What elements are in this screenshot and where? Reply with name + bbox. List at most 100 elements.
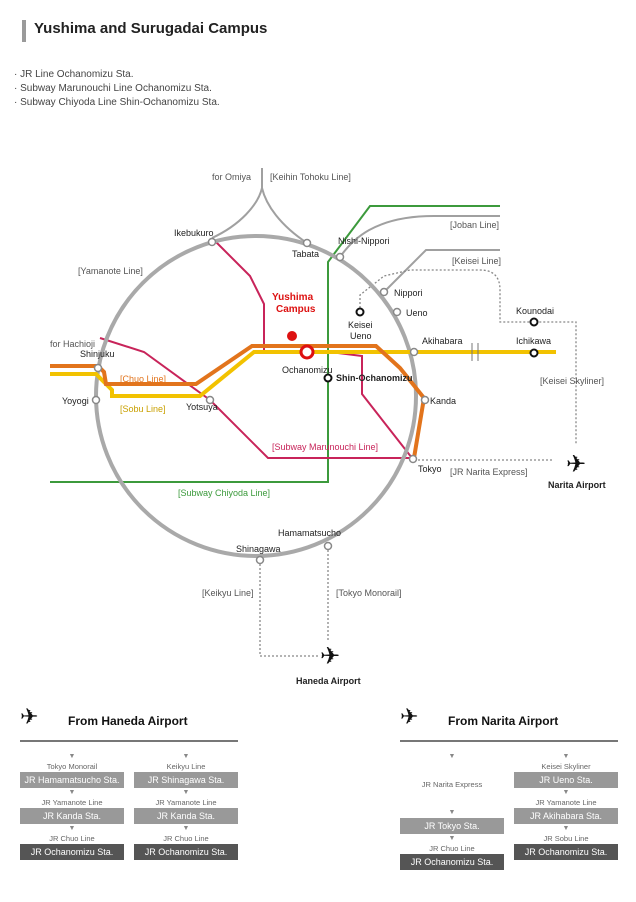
- station-nippori: [379, 287, 389, 297]
- station-tokyo: [408, 454, 418, 464]
- label-campus-2: Campus: [276, 304, 316, 315]
- station-hamamatsucho: [323, 541, 333, 551]
- arrow-down-icon: ▼: [448, 809, 456, 816]
- narita-airplane-icon: ✈: [566, 451, 586, 478]
- label-chuo-line: [Chuo Line]: [120, 374, 166, 384]
- label-tokyo-monorail: [Tokyo Monorail]: [336, 588, 402, 598]
- sobu-line: [50, 350, 556, 398]
- station-shinjuku: [93, 363, 103, 373]
- arrow-down-icon: ▼: [182, 753, 190, 760]
- label-keisei-ueno-2: Ueno: [350, 331, 372, 341]
- arrow-down-icon: ▼: [68, 753, 76, 760]
- access-item: Subway Marunouchi Line Ochanomizu Sta.: [14, 82, 220, 96]
- station-box: JR Kanda Sta.: [134, 808, 238, 824]
- step-line-label: JR Chuo Line: [49, 834, 95, 843]
- station-kanda: [420, 395, 430, 405]
- label-hamamatsucho: Hamamatsucho: [278, 528, 341, 538]
- label-keisei-skyliner: [Keisei Skyliner]: [540, 376, 604, 386]
- chiyoda-line: [50, 205, 500, 483]
- route-spacer: [400, 790, 504, 808]
- marunouchi-line: [99, 237, 415, 459]
- station-box: JR Akihabara Sta.: [514, 808, 618, 824]
- arrow-down-icon: ▼: [562, 789, 570, 796]
- access-list: JR Line Ochanomizu Sta. Subway Marunouch…: [14, 68, 220, 110]
- label-yamanote-line: [Yamanote Line]: [78, 266, 143, 276]
- route-title-narita: From Narita Airport: [448, 714, 559, 728]
- station-ichikawa: [529, 348, 539, 358]
- step-line-label: Keikyu Line: [166, 762, 206, 771]
- route-header-narita: ✈ From Narita Airport: [400, 700, 620, 738]
- step-line-label: JR Yamanote Line: [535, 798, 597, 807]
- station-ochanomizu: [299, 344, 315, 360]
- label-yoyogi: Yoyogi: [62, 396, 89, 406]
- line-break-mark: [471, 343, 479, 361]
- station-akihabara: [409, 347, 419, 357]
- step-line-label: JR Yamanote Line: [41, 798, 103, 807]
- label-sobu-line: [Sobu Line]: [120, 404, 166, 414]
- title-accent-bar: [22, 20, 26, 42]
- label-keihin-tohoku-line: [Keihin Tohoku Line]: [270, 172, 351, 182]
- route-column: ▼ Keikyu Line JR Shinagawa Sta. ▼ JR Yam…: [134, 752, 238, 860]
- label-narita-airport: Narita Airport: [548, 480, 606, 490]
- label-ikebukuro: Ikebukuro: [174, 228, 214, 238]
- station-box-final: JR Ochanomizu Sta.: [20, 844, 124, 860]
- gray-lines: [211, 168, 500, 293]
- arrow-down-icon: ▼: [562, 825, 570, 832]
- label-keisei-ueno-1: Keisei: [348, 320, 373, 330]
- page-title: Yushima and Surugadai Campus: [34, 20, 268, 37]
- route-map: for Omiya [Keihin Tohoku Line] [Joban Li…: [50, 168, 606, 686]
- arrow-down-icon: ▼: [68, 789, 76, 796]
- station-nishi-nippori: [335, 252, 345, 262]
- label-shin-ochanomizu: Shin-Ochanomizu: [336, 373, 413, 383]
- station-box: JR Shinagawa Sta.: [134, 772, 238, 788]
- station-box: JR Ueno Sta.: [514, 772, 618, 788]
- airplane-icon: ✈: [400, 704, 419, 729]
- route-column: ▼ JR Narita Express ▼ JR Tokyo Sta. ▼ JR…: [400, 752, 504, 870]
- label-narita-express: [JR Narita Express]: [450, 467, 528, 477]
- route-divider: [400, 740, 618, 742]
- airplane-icon: ✈: [20, 704, 39, 729]
- step-line-label: JR Yamanote Line: [155, 798, 217, 807]
- station-yoyogi: [91, 395, 101, 405]
- label-nippori: Nippori: [394, 288, 423, 298]
- station-keisei-ueno: [355, 307, 365, 317]
- label-campus-1: Yushima: [272, 292, 314, 303]
- label-shinagawa: Shinagawa: [236, 544, 281, 554]
- haneda-airplane-icon: ✈: [320, 643, 340, 670]
- arrow-down-icon: ▼: [562, 753, 570, 760]
- direction-omiya: for Omiya: [212, 172, 251, 182]
- station-kounodai: [529, 317, 539, 327]
- label-ichikawa: Ichikawa: [516, 336, 551, 346]
- station-yotsuya: [205, 395, 215, 405]
- label-tabata: Tabata: [292, 249, 319, 259]
- station-box: JR Tokyo Sta.: [400, 818, 504, 834]
- step-line-label: JR Chuo Line: [163, 834, 209, 843]
- dotted-lines: [259, 269, 577, 657]
- station-box: JR Kanda Sta.: [20, 808, 124, 824]
- route-divider: [20, 740, 238, 742]
- station-ueno: [392, 307, 402, 317]
- step-line-label: JR Narita Express: [421, 780, 483, 789]
- station-box-final: JR Ochanomizu Sta.: [514, 844, 618, 860]
- keisei-markers: [323, 307, 539, 383]
- label-haneda-airport: Haneda Airport: [296, 676, 361, 686]
- route-title-haneda: From Haneda Airport: [68, 714, 188, 728]
- arrow-down-icon: ▼: [182, 825, 190, 832]
- label-shinjuku: Shinjuku: [80, 349, 115, 359]
- route-column: ▼ Tokyo Monorail JR Hamamatsucho Sta. ▼ …: [20, 752, 124, 860]
- label-keisei-line: [Keisei Line]: [452, 256, 501, 266]
- label-ochanomizu: Ochanomizu: [282, 365, 333, 375]
- station-shin-ochanomizu: [323, 373, 333, 383]
- label-yotsuya: Yotsuya: [186, 402, 218, 412]
- direction-hachioji: for Hachioji: [50, 339, 95, 349]
- label-kanda: Kanda: [430, 396, 456, 406]
- access-item: Subway Chiyoda Line Shin-Ochanomizu Sta.: [14, 96, 220, 110]
- arrow-down-icon: ▼: [68, 825, 76, 832]
- label-chiyoda-line: [Subway Chiyoda Line]: [178, 488, 270, 498]
- route-column: ▼ Keisei Skyliner JR Ueno Sta. ▼ JR Yama…: [514, 752, 618, 860]
- arrow-down-icon: ▼: [448, 753, 456, 760]
- arrow-down-icon: ▼: [182, 789, 190, 796]
- label-keikyu-line: [Keikyu Line]: [202, 588, 254, 598]
- station-shinagawa: [255, 555, 265, 565]
- station-tabata: [302, 238, 312, 248]
